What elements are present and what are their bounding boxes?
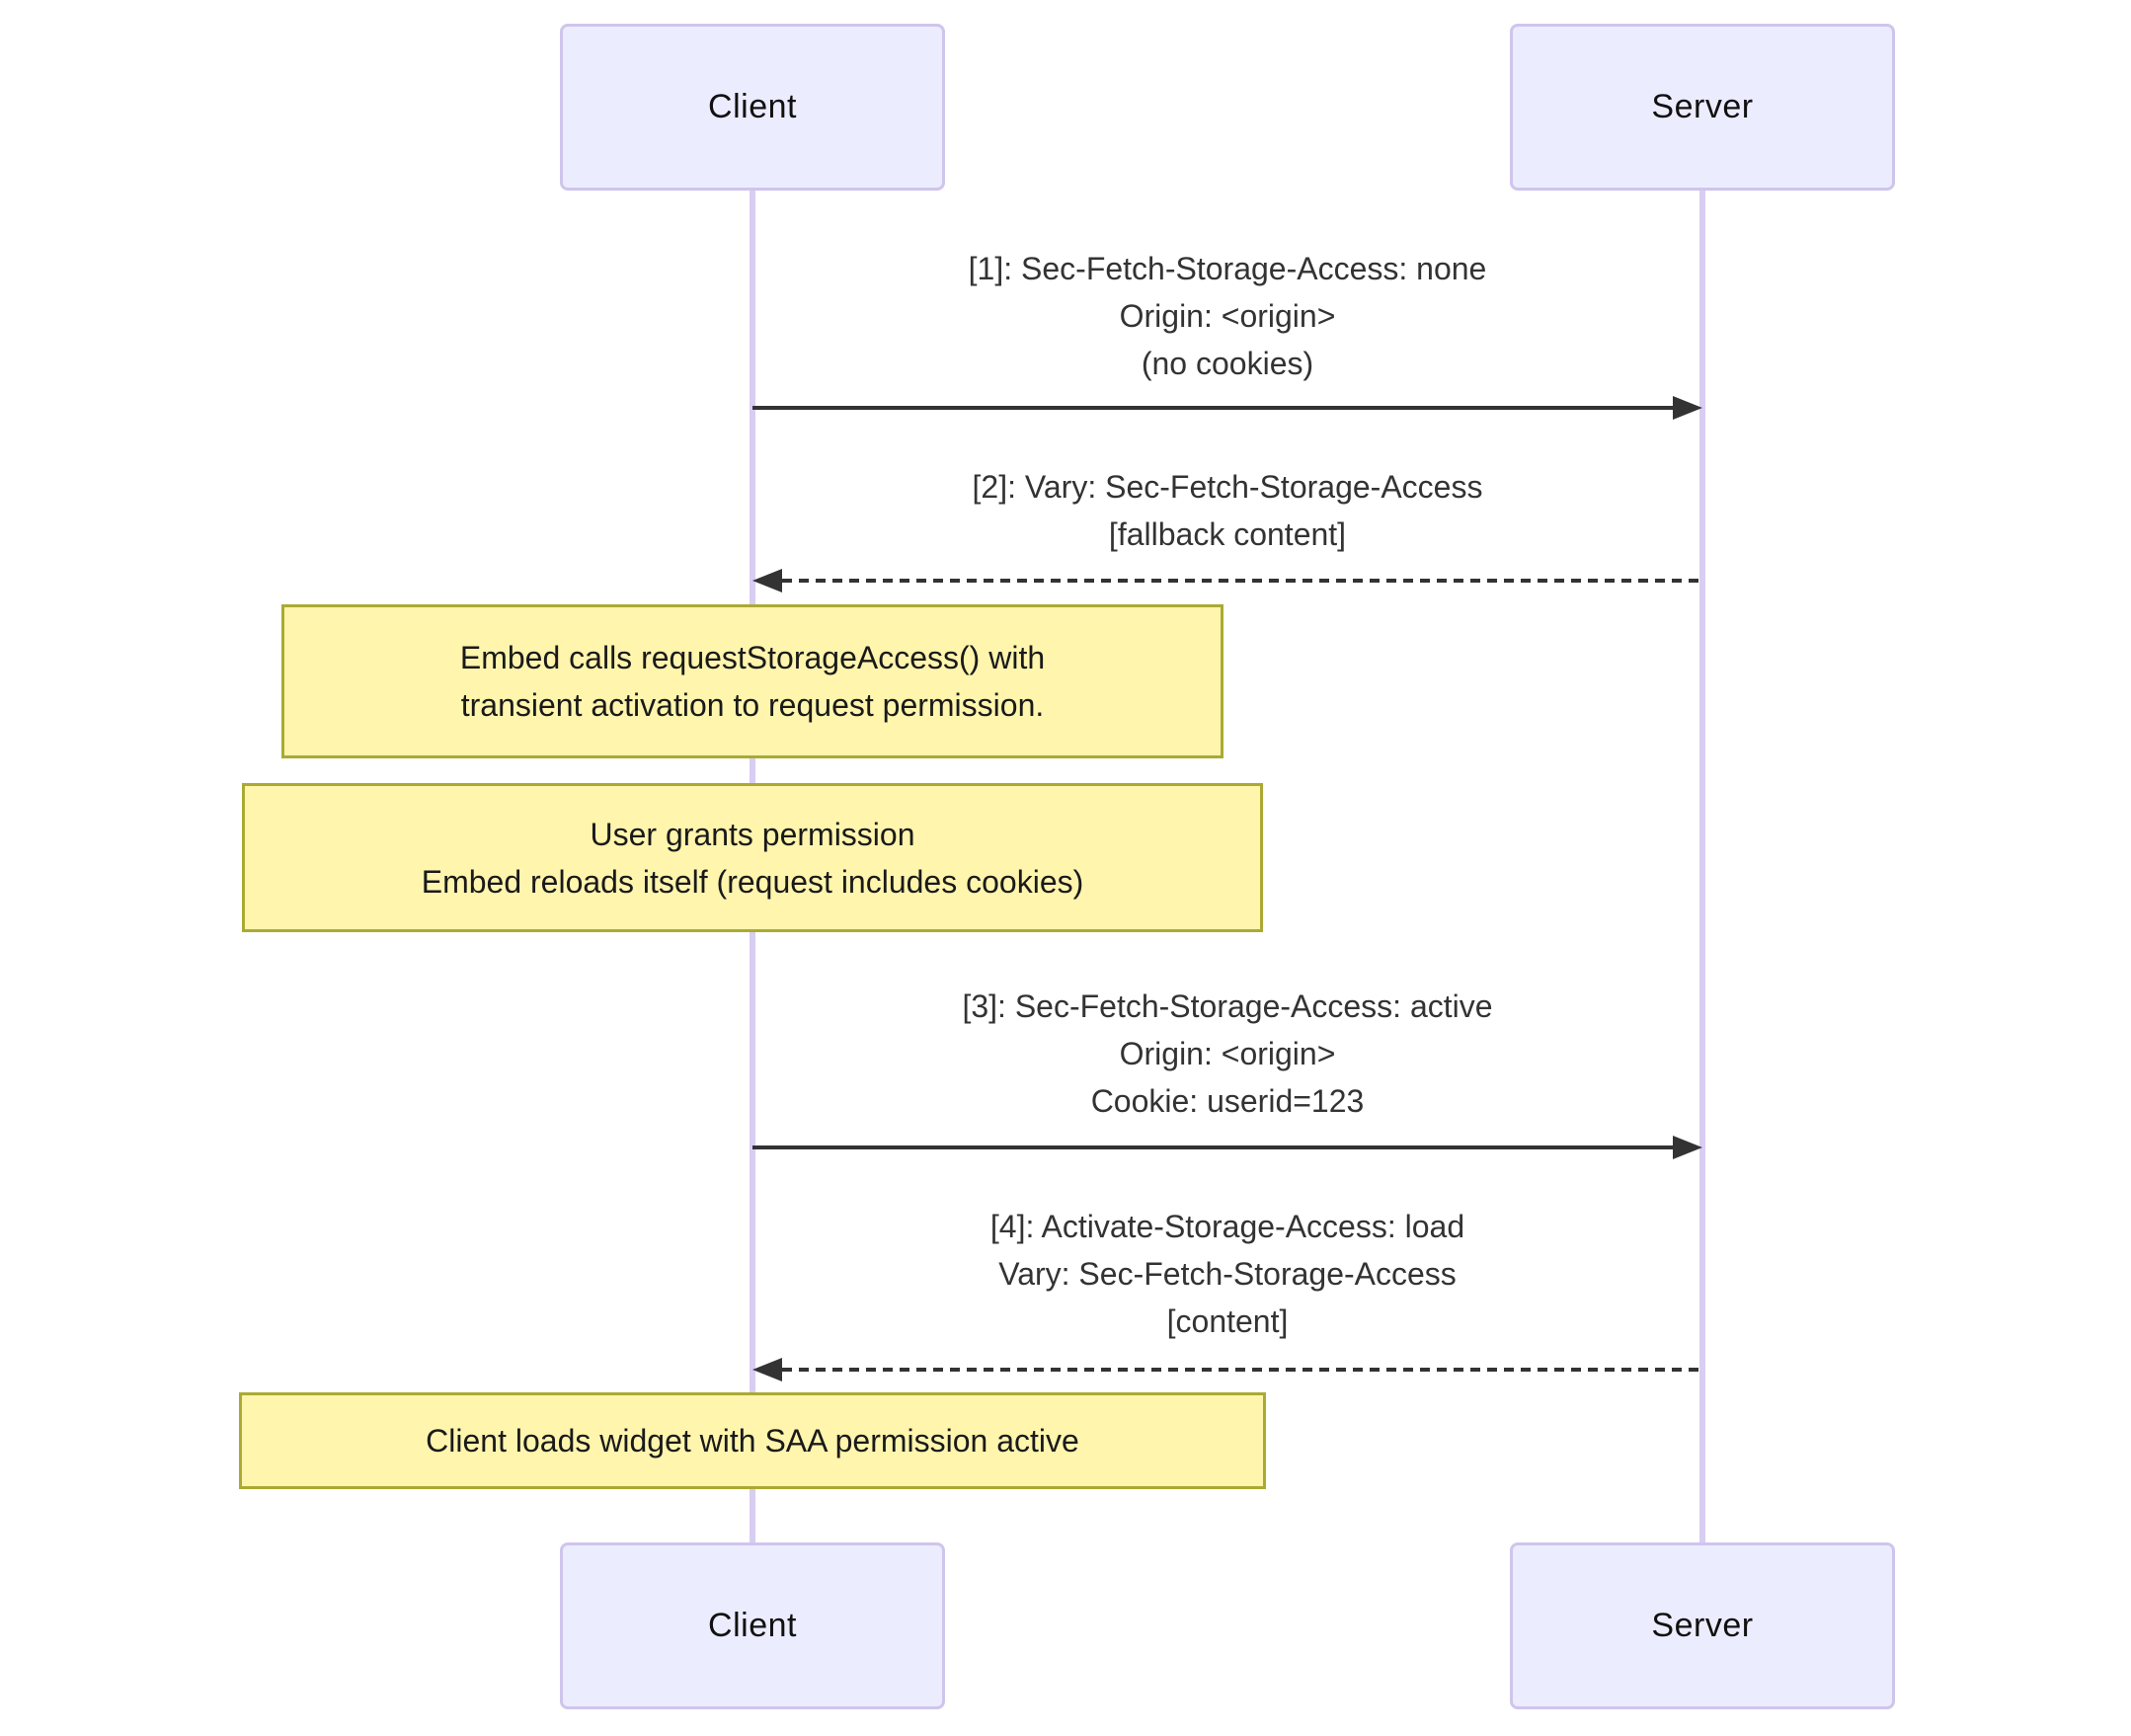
arrowhead-left-icon [752,1358,782,1381]
message-3-arrow [752,1145,1673,1149]
arrowhead-right-icon [1673,1136,1702,1159]
note-line: User grants permission [590,816,915,852]
message-line: [fallback content] [1108,516,1347,552]
actor-box-server-top: Server [1510,24,1895,191]
message-line: Vary: Sec-Fetch-Storage-Access [998,1256,1457,1292]
message-line: (no cookies) [1141,346,1314,381]
message-2-arrow [782,579,1699,583]
lifeline-server [1699,191,1705,1542]
note-client-loads-widget: Client loads widget with SAA permission … [239,1392,1266,1489]
note-user-grants-permission: User grants permission Embed reloads its… [242,783,1263,932]
message-line: [3]: Sec-Fetch-Storage-Access: active [962,988,1493,1024]
actor-label-client: Client [708,88,797,125]
note-request-storage-access: Embed calls requestStorageAccess() with … [281,604,1223,758]
message-line: Cookie: userid=123 [1090,1083,1365,1119]
message-line: [content] [1166,1303,1289,1339]
actor-label-server: Server [1651,88,1754,125]
message-line: Origin: <origin> [1119,1036,1336,1071]
message-1-text: [1]: Sec-Fetch-Storage-Access: none Orig… [760,245,1695,387]
actor-box-client-top: Client [560,24,945,191]
note-line: Embed calls requestStorageAccess() with [459,640,1046,675]
message-4-arrow [782,1368,1699,1372]
message-3-text: [3]: Sec-Fetch-Storage-Access: active Or… [760,983,1695,1125]
message-line: [2]: Vary: Sec-Fetch-Storage-Access [972,469,1483,505]
actor-box-client-bottom: Client [560,1542,945,1709]
actor-label-client: Client [708,1607,797,1644]
arrowhead-left-icon [752,569,782,592]
message-line: Origin: <origin> [1119,298,1336,334]
message-4-text: [4]: Activate-Storage-Access: load Vary:… [760,1203,1695,1345]
arrowhead-right-icon [1673,396,1702,420]
message-1-arrow [752,406,1673,410]
message-2-text: [2]: Vary: Sec-Fetch-Storage-Access [fal… [760,463,1695,558]
message-line: [4]: Activate-Storage-Access: load [989,1209,1465,1244]
actor-label-server: Server [1651,1607,1754,1644]
actor-box-server-bottom: Server [1510,1542,1895,1709]
note-line: Client loads widget with SAA permission … [426,1423,1079,1459]
note-line: transient activation to request permissi… [460,687,1045,723]
message-line: [1]: Sec-Fetch-Storage-Access: none [968,251,1487,286]
note-line: Embed reloads itself (request includes c… [421,863,1084,900]
